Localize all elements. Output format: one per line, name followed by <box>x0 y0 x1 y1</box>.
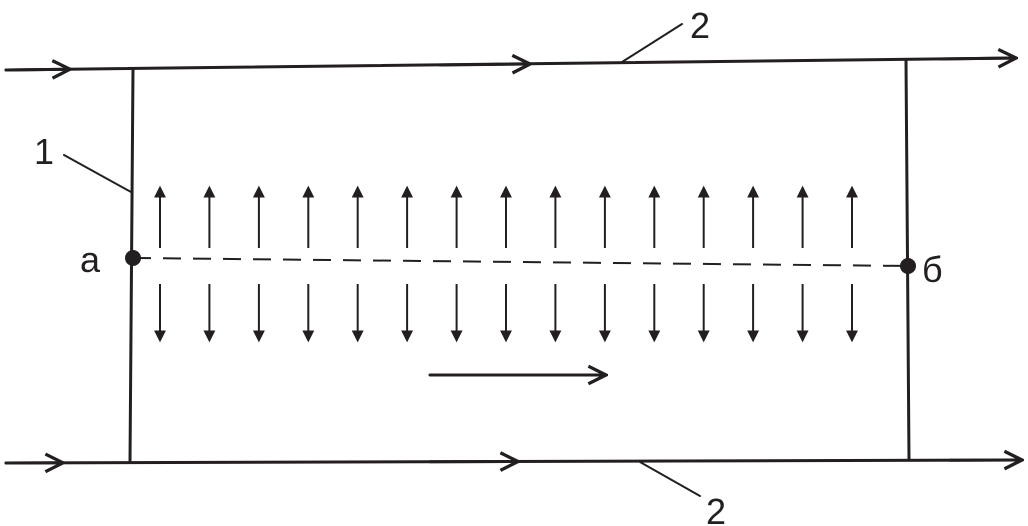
top-line-number-label: 2 <box>690 5 710 46</box>
right-arrow-icon <box>4 69 70 70</box>
cross-piece-number-label: 1 <box>34 131 54 172</box>
down-arrow-group <box>154 284 858 343</box>
dot-icon <box>900 258 916 274</box>
bottom-line-number-label: 2 <box>706 491 726 526</box>
dot-icon <box>125 250 141 266</box>
point-a-label: а <box>80 239 101 280</box>
dashed-connector <box>132 257 909 267</box>
top-leader-line <box>621 23 683 63</box>
point-b-label: б <box>922 249 943 290</box>
up-arrow-group <box>154 185 858 248</box>
top-line <box>4 58 1016 70</box>
right-arrow-icon <box>938 58 1016 59</box>
right-arrow-icon <box>438 64 530 65</box>
bottom-line <box>4 460 1022 463</box>
left-leader-line <box>63 154 132 193</box>
bottom-leader-line <box>639 461 701 497</box>
